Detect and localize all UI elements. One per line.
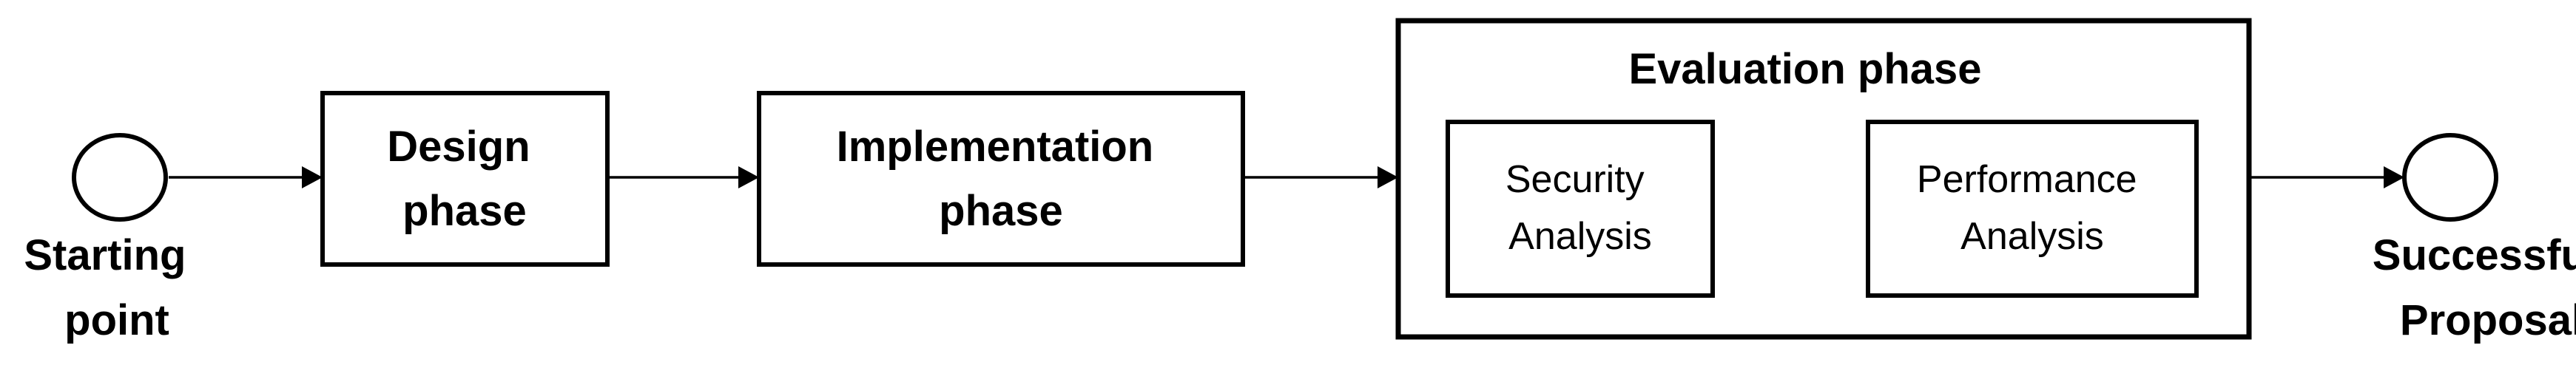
performance-analysis-line-1: Performance (1917, 158, 2137, 201)
start-label-line-2: point (64, 296, 169, 344)
design-phase-line-2: phase (402, 187, 527, 235)
end-label-line-1: Successful (2373, 231, 2576, 279)
implementation-phase-node: Implementation phase (757, 91, 1245, 267)
design-phase-line-1: Design (387, 123, 530, 171)
security-analysis-node: Security Analysis (1446, 120, 1715, 298)
security-analysis-label: Security Analysis (1506, 158, 1655, 258)
performance-analysis-line-2: Analysis (1960, 215, 2104, 258)
performance-analysis-node: Performance Analysis (1866, 120, 2199, 298)
implementation-phase-line-1: Implementation (837, 123, 1154, 171)
design-phase-node: Design phase (320, 91, 610, 267)
arrowhead-end (2384, 166, 2404, 188)
end-node: Successful Proposal (2373, 133, 2576, 344)
design-phase-box (320, 91, 610, 267)
start-label-line-1: Starting (24, 231, 186, 279)
arrowhead-evaluation (1378, 166, 1398, 188)
security-analysis-line-1: Security (1506, 158, 1645, 201)
arrowhead-design (302, 166, 323, 188)
end-label-line-2: Proposal (2400, 296, 2576, 344)
implementation-phase-line-2: phase (939, 187, 1063, 235)
end-circle (2402, 133, 2498, 222)
design-phase-label: Design phase (387, 123, 542, 235)
performance-analysis-label: Performance Analysis (1917, 158, 2148, 258)
implementation-phase-label: Implementation phase (837, 123, 1166, 235)
start-circle (72, 133, 168, 222)
implementation-phase-box (757, 91, 1245, 267)
security-analysis-line-2: Analysis (1508, 215, 1652, 258)
start-node: Starting point (24, 133, 198, 344)
evaluation-phase-title: Evaluation phase (1628, 45, 1981, 93)
security-analysis-box (1446, 120, 1715, 298)
end-label: Successful Proposal (2373, 231, 2576, 344)
performance-analysis-box (1866, 120, 2199, 298)
start-label: Starting point (24, 231, 198, 344)
evaluation-phase-container: Evaluation phase Security Analysis Perfo… (1395, 18, 2252, 340)
arrowhead-implementation (738, 166, 759, 188)
